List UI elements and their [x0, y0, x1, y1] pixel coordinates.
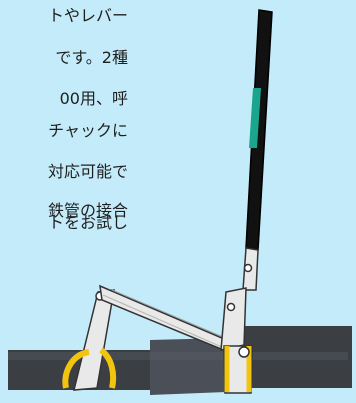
description-line-6: 鉄管の接合 — [47, 201, 128, 220]
description-line-3: 00用、呼 — [59, 89, 128, 108]
description-text-block: トやレバー です。2種 00用、呼 チャックに 対応可能で 鉄管の接合 トをお試… — [0, 0, 128, 240]
description-line-5: 対応可能で — [47, 162, 128, 181]
description-line-1: トやレバー — [47, 6, 128, 25]
description-line-7: トをお試し — [47, 213, 128, 232]
pipe — [8, 326, 352, 395]
handle — [242, 9, 273, 291]
description-line-2: です。2種 — [55, 48, 128, 67]
description-line-4: チャックに — [48, 121, 128, 140]
left-clamp-arm — [62, 289, 117, 391]
right-clamp — [220, 287, 253, 394]
